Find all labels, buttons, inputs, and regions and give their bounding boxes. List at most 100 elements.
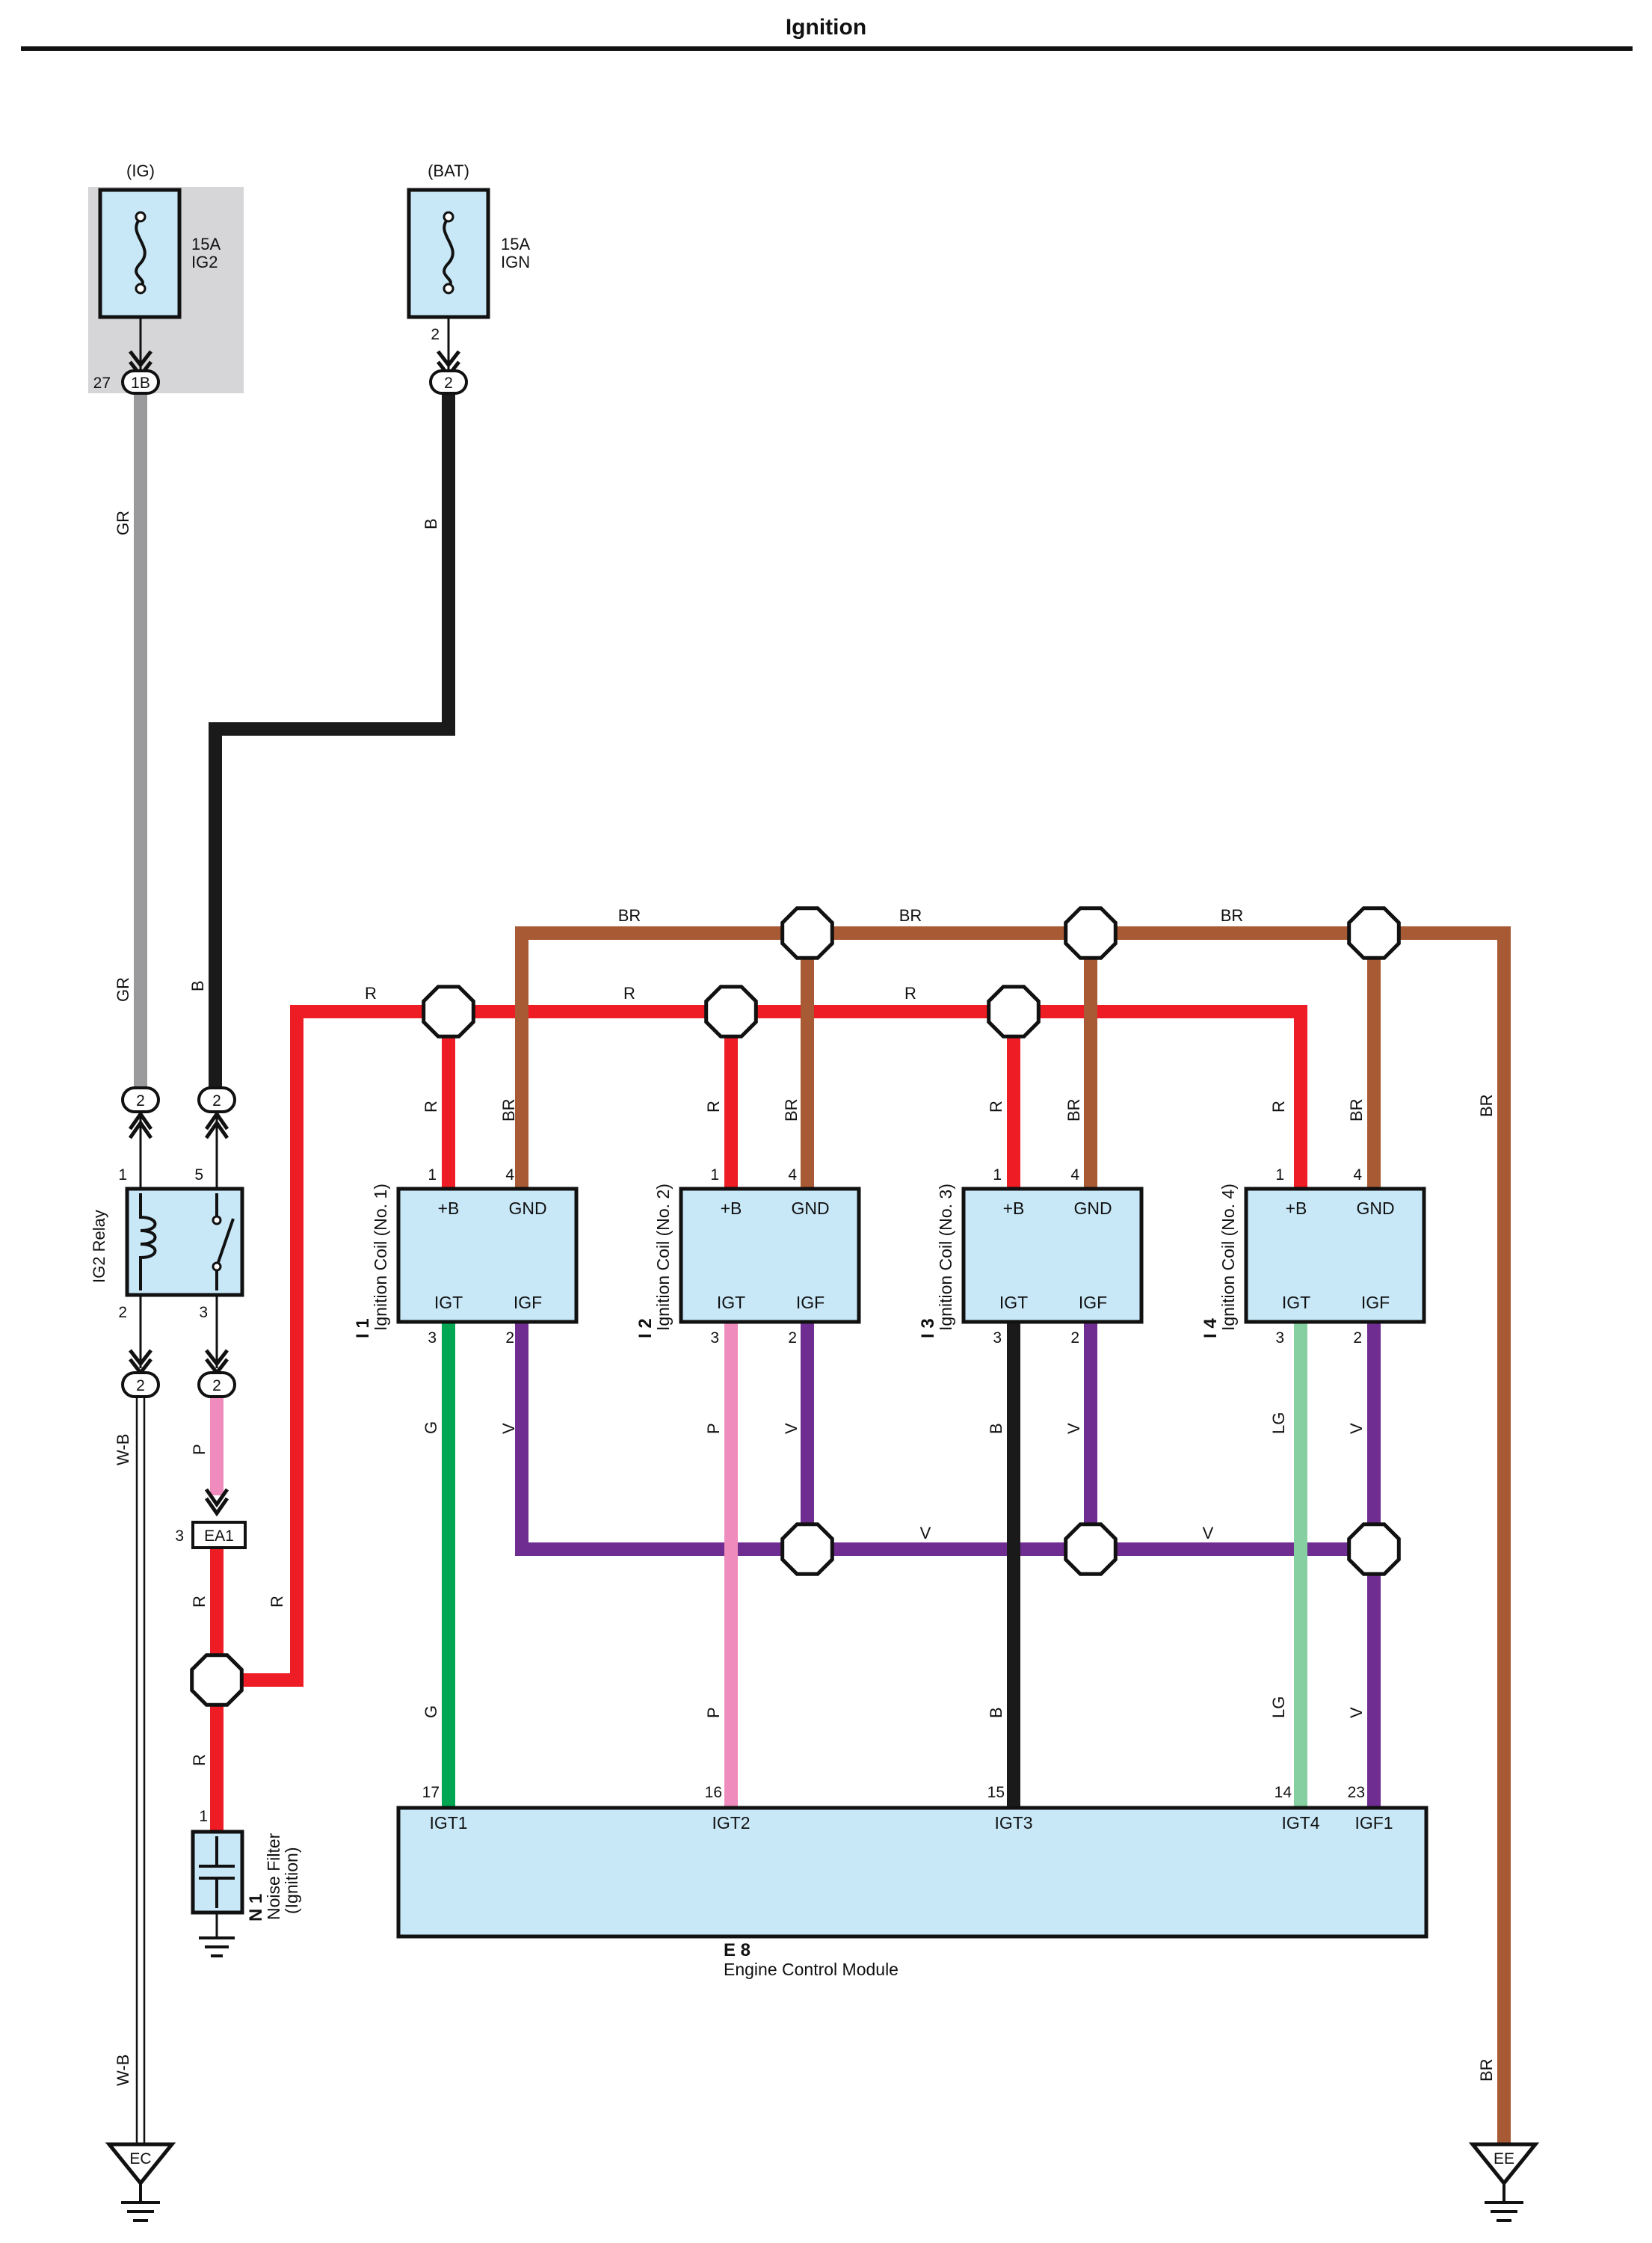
- relay-top-right-connector: 2: [212, 1092, 221, 1110]
- fuse-ig2-name: IG2: [191, 253, 218, 271]
- splice-point: [1347, 1522, 1401, 1576]
- wire-label-gr-top: GR: [114, 511, 132, 535]
- relay-pin-5: 5: [194, 1166, 203, 1184]
- wire-label-igt-upper: G: [422, 1421, 440, 1434]
- splice-point: [987, 985, 1041, 1039]
- coil-pin-b: 1: [1275, 1166, 1284, 1184]
- coil-id: I 1: [353, 1318, 373, 1338]
- noise-filter: 1 N 1 Noise Filter (Ignition): [191, 1808, 301, 1957]
- wire-b-battery: [209, 393, 455, 1088]
- wire-label-igt-lower: LG: [1269, 1696, 1288, 1718]
- wire-label-v-bus-2: V: [1203, 1524, 1214, 1542]
- coil-label-igf: IGF: [796, 1293, 825, 1312]
- fuse-ig2-source: (IG): [126, 161, 155, 180]
- wire-label-gr-bottom: GR: [114, 977, 132, 1002]
- coil-label-b: +B: [1003, 1199, 1025, 1218]
- ground-ec-icon: [121, 2183, 160, 2222]
- coil-id: I 3: [918, 1318, 938, 1338]
- wire-label-br: BR: [782, 1098, 801, 1122]
- noise-filter-id: N 1: [246, 1894, 266, 1922]
- wire-label-r: R: [422, 1101, 440, 1113]
- splice-point: [1347, 906, 1401, 960]
- wire-label-b-relay: B: [188, 980, 207, 991]
- ground-ee-icon: [1485, 2183, 1523, 2222]
- fuse-ign-name: IGN: [501, 253, 530, 271]
- wire-v-coil1: [515, 1322, 1374, 1556]
- coil-pin-igt: 3: [710, 1329, 719, 1347]
- noise-filter-name: Noise Filter: [264, 1833, 283, 1920]
- coil-pin-gnd: 4: [1070, 1166, 1079, 1184]
- wire-label-igt-upper: B: [987, 1423, 1005, 1434]
- fuse-ig2-pin: 27: [93, 375, 111, 392]
- ea1-pin: 3: [175, 1527, 184, 1545]
- fuse-ig2-connector: 1B 27: [93, 350, 160, 395]
- wire-label-br-right: BR: [1477, 1094, 1496, 1117]
- ea1-label: EA1: [204, 1527, 234, 1545]
- coil-pin-igt: 3: [428, 1329, 437, 1347]
- coil-pin-b: 1: [710, 1166, 719, 1184]
- ecm-id: E 8: [724, 1940, 751, 1960]
- wire-label-v-lower: V: [1347, 1707, 1366, 1718]
- noise-filter-ground-icon: [199, 1936, 235, 1957]
- coil-pin-b: 1: [428, 1166, 437, 1184]
- wire-label-br-right-bottom: BR: [1477, 2058, 1496, 2082]
- wire-label-v-upper: V: [499, 1423, 518, 1434]
- coil-pin-igf: 2: [505, 1329, 514, 1347]
- coil-label-gnd: GND: [791, 1199, 829, 1218]
- coil-pin-igf: 2: [1070, 1329, 1079, 1347]
- coil-pin-gnd: 4: [505, 1166, 514, 1184]
- wire-label-br-top-2: BR: [899, 906, 922, 925]
- ecm-name: Engine Control Module: [724, 1960, 899, 1979]
- coil-label-b: +B: [721, 1199, 742, 1218]
- wire-label-igt-upper: P: [704, 1423, 723, 1434]
- splice-point: [190, 1653, 244, 1707]
- coil-name: Ignition Coil (No. 4): [1218, 1184, 1238, 1331]
- splice-point: [780, 1522, 834, 1576]
- ea1-connector: EA1 3: [175, 1488, 247, 1549]
- noise-filter-pin: 1: [199, 1808, 208, 1825]
- splice-point: [1064, 1522, 1118, 1576]
- ecm-pin-igt2: 16: [705, 1784, 722, 1801]
- coil-id: I 4: [1201, 1318, 1221, 1338]
- fuse-ign-pin: 2: [431, 326, 440, 343]
- wire-label-v-upper: V: [782, 1423, 801, 1434]
- wire-label-b-top: B: [422, 518, 440, 529]
- wire-label-igt-upper: LG: [1269, 1412, 1288, 1434]
- fuse-ig2-rating: 15A: [191, 235, 221, 253]
- wire-r-main: [217, 1005, 1307, 1687]
- wire-label-br: BR: [1347, 1098, 1366, 1122]
- fuse-ig2-connector-label: 1B: [131, 375, 150, 392]
- ecm-terminal-igt2: IGT2: [712, 1813, 750, 1833]
- relay-pin-3: 3: [199, 1304, 208, 1321]
- wire-label-br: BR: [499, 1098, 518, 1122]
- coil-label-gnd: GND: [1356, 1199, 1394, 1218]
- coil-pin-igf: 2: [788, 1329, 797, 1347]
- coil-label-igf: IGF: [1079, 1293, 1107, 1312]
- splice-point: [704, 985, 758, 1039]
- fuse-ig2: (IG) 15A IG2: [98, 161, 221, 319]
- wire-label-igt-lower: B: [987, 1707, 1005, 1718]
- wire-label-r-filter: R: [190, 1754, 209, 1766]
- relay-pin-1: 1: [118, 1166, 127, 1184]
- wire-label-wb-bottom: W-B: [114, 2055, 132, 2086]
- fuse-ign-rating: 15A: [501, 235, 530, 253]
- title-divider: [21, 46, 1633, 51]
- splice-point: [422, 985, 475, 1039]
- ecm-terminal-igt3: IGT3: [994, 1813, 1032, 1833]
- coil-label-gnd: GND: [508, 1199, 546, 1218]
- ground-ee: EE: [1468, 2142, 1540, 2222]
- wire-br-main: [515, 926, 1511, 2146]
- fuse-symbol-icon: [135, 217, 147, 289]
- fuse-ign: (BAT) 15A IGN: [407, 161, 530, 319]
- capacitor-icon: [199, 1836, 235, 1908]
- relay-bottom-right-connector: 2: [212, 1377, 221, 1394]
- wire-label-r-riser: R: [268, 1596, 286, 1607]
- ground-ec: EC: [105, 2142, 176, 2222]
- relay-bottom-left-connector: 2: [136, 1377, 145, 1394]
- wire-label-igt-lower: P: [704, 1707, 723, 1718]
- ecm-pin-igt4: 14: [1275, 1784, 1292, 1801]
